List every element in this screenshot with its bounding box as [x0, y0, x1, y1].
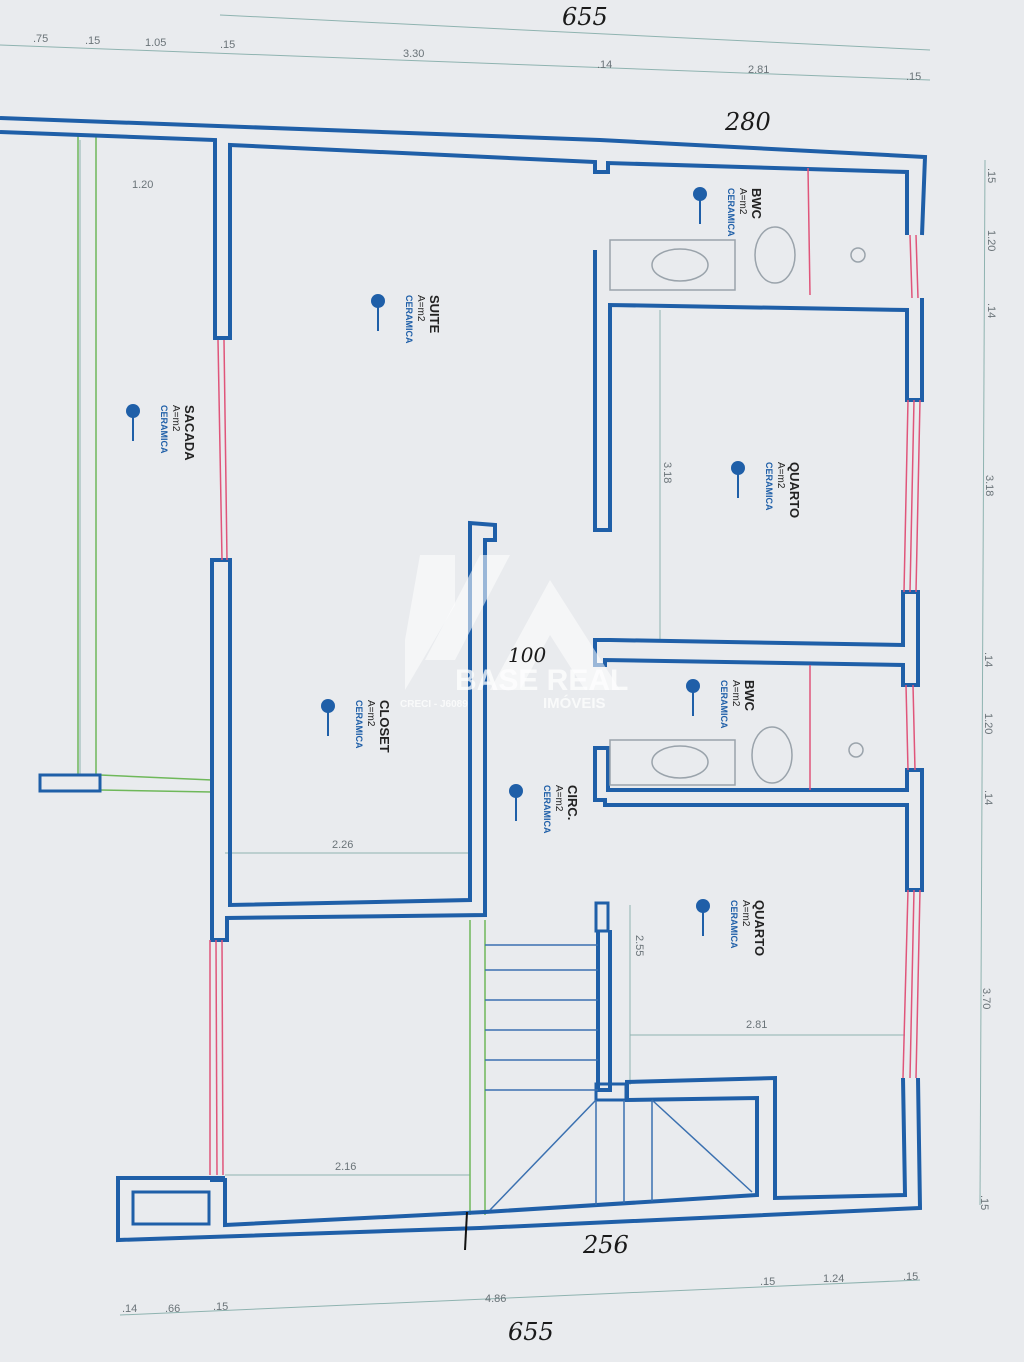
dim-right-3: 3.18 — [983, 475, 995, 496]
room-floor: CERAMICA — [719, 680, 729, 729]
room-name: BWC — [749, 188, 764, 220]
dim-bottom-1: .66 — [165, 1303, 180, 1315]
room-floor: CERAMICA — [764, 462, 774, 511]
level-marker-icon — [731, 461, 745, 475]
dim-top-0: .75 — [33, 33, 48, 45]
dim-top-7: .15 — [906, 71, 921, 83]
watermark-brand: BASE REAL — [455, 664, 628, 697]
watermark-logo: BASE REAL IMÓVEIS CRECI - J6089 — [400, 555, 628, 712]
dim-right-0: .15 — [985, 168, 997, 183]
room-name: QUARTO — [787, 462, 802, 518]
dim-right-4: .14 — [982, 652, 994, 667]
room-area: A=m2 — [170, 405, 181, 432]
room-area: A=m2 — [775, 462, 786, 489]
room-area: A=m2 — [730, 680, 741, 707]
room-area: A=m2 — [365, 700, 376, 727]
dim-top-4: 3.30 — [403, 48, 424, 60]
room-floor: CERAMICA — [354, 700, 364, 749]
dim-right-7: 3.70 — [980, 988, 992, 1009]
room-floor: CERAMICA — [159, 405, 169, 454]
windows — [209, 167, 921, 1176]
handwritten-256: 256 — [582, 1231, 629, 1259]
room-floor: CERAMICA — [404, 295, 414, 344]
room-area: A=m2 — [553, 785, 564, 812]
room-area: A=m2 — [415, 295, 426, 322]
dim-quarto1: 3.18 — [661, 462, 673, 483]
right-dims: .15 1.20 .14 3.18 .14 1.20 .14 3.70 .15 — [978, 168, 997, 1210]
room-name: SUITE — [427, 295, 442, 334]
handwritten-100: 100 — [508, 643, 546, 667]
dim-top-3: .15 — [220, 39, 235, 51]
dim-right-8: .15 — [978, 1195, 990, 1210]
room-name: QUARTO — [752, 900, 767, 956]
level-marker-icon — [686, 679, 700, 693]
dim-right-5: 1.20 — [982, 713, 994, 734]
room-name: BWC — [742, 680, 757, 712]
watermark-creci: CRECI - J6089 — [400, 699, 468, 710]
dim-bottom-0: .14 — [122, 1303, 137, 1315]
stairs — [485, 944, 753, 1211]
dim-closet: 2.26 — [332, 839, 353, 851]
dim-bottom-5: 1.24 — [823, 1273, 844, 1285]
dimension-lines — [0, 14, 986, 1316]
level-marker-icon — [693, 187, 707, 201]
level-marker-icon — [696, 899, 710, 913]
dim-bottom-3: 4.86 — [485, 1293, 506, 1305]
dim-right-2: .14 — [985, 303, 997, 318]
dim-top-6: 2.81 — [748, 64, 769, 76]
room-area: A=m2 — [740, 900, 751, 927]
dim-top-1: .15 — [85, 35, 100, 47]
total-width-bottom: 655 — [508, 1318, 554, 1346]
room-name: SACADA — [182, 405, 197, 461]
handwritten-280: 280 — [724, 108, 771, 136]
dim-bottom-4: .15 — [760, 1276, 775, 1288]
dim-bottom-2: .15 — [213, 1301, 228, 1313]
level-marker-icon — [126, 404, 140, 418]
dim-quarto2-h: 2.81 — [746, 1019, 767, 1031]
bathroom-fixtures — [609, 226, 866, 786]
level-marker-icon — [509, 784, 523, 798]
dim-right-1: 1.20 — [985, 230, 997, 251]
room-floor: CERAMICA — [542, 785, 552, 834]
balcony-rail — [38, 135, 486, 1215]
room-name: CLOSET — [377, 700, 392, 753]
level-marker-icon — [371, 294, 385, 308]
dim-top-2: 1.05 — [145, 37, 166, 49]
room-area: A=m2 — [737, 188, 748, 215]
dim-right-6: .14 — [982, 790, 994, 805]
dim-sacada: 1.20 — [132, 179, 153, 191]
dim-bottom-6: .15 — [903, 1271, 918, 1283]
room-floor: CERAMICA — [726, 188, 736, 237]
total-width-top: 655 — [562, 3, 608, 31]
level-marker-icon — [321, 699, 335, 713]
dim-top-5: .14 — [597, 59, 612, 71]
room-floor: CERAMICA — [729, 900, 739, 949]
watermark-sub: IMÓVEIS — [543, 694, 606, 712]
dim-lower: 2.16 — [335, 1161, 356, 1173]
room-name: CIRC. — [565, 785, 580, 820]
dim-quarto2-v: 2.55 — [633, 935, 645, 956]
